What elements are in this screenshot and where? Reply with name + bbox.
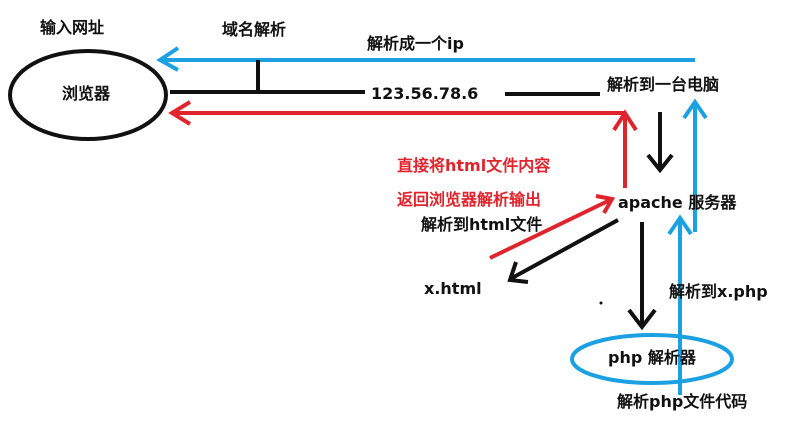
browser-label: 浏览器 (62, 84, 111, 103)
php-parser-node (570, 333, 734, 385)
black-arrow-head-html (507, 261, 529, 284)
resolve-to-html-label: 解析到html文件 (421, 215, 543, 234)
apache-to-html-black-line (511, 218, 619, 280)
stray-dot (599, 301, 603, 305)
html-file-label: x.html (424, 279, 482, 298)
parse-php-label: 解析php文件代码 (617, 392, 748, 411)
red-arrow-head-apache (595, 194, 616, 214)
red-arrow-head-up (612, 109, 638, 132)
return-html-label-line1: 直接将html文件内容 (397, 156, 551, 175)
resolve-to-php-label: 解析到x.php (669, 282, 768, 301)
red-arrow-head-browser (168, 100, 192, 126)
php-parser-label: php 解析器 (608, 348, 696, 367)
black-arrow-head-apache (646, 153, 674, 174)
html-to-apache-red-line (489, 198, 611, 260)
ip-address-label: 123.56.78.6 (371, 84, 479, 103)
blue-arrow-head-apache (667, 214, 693, 236)
blue-arrow-head-browser (156, 46, 180, 72)
black-arrow-head-php (627, 308, 657, 331)
browser-node (8, 49, 168, 141)
resolve-to-computer-label: 解析到一台电脑 (607, 75, 720, 94)
domain-resolve-label: 域名解析 (222, 20, 287, 39)
return-html-label-line2: 返回浏览器解析输出 (397, 190, 542, 209)
blue-arrow-head-up-right (682, 98, 708, 120)
apache-server-label: apache 服务器 (618, 193, 737, 212)
resolve-to-ip-label: 解析成一个ip (367, 34, 464, 53)
input-url-label: 输入网址 (40, 18, 105, 37)
